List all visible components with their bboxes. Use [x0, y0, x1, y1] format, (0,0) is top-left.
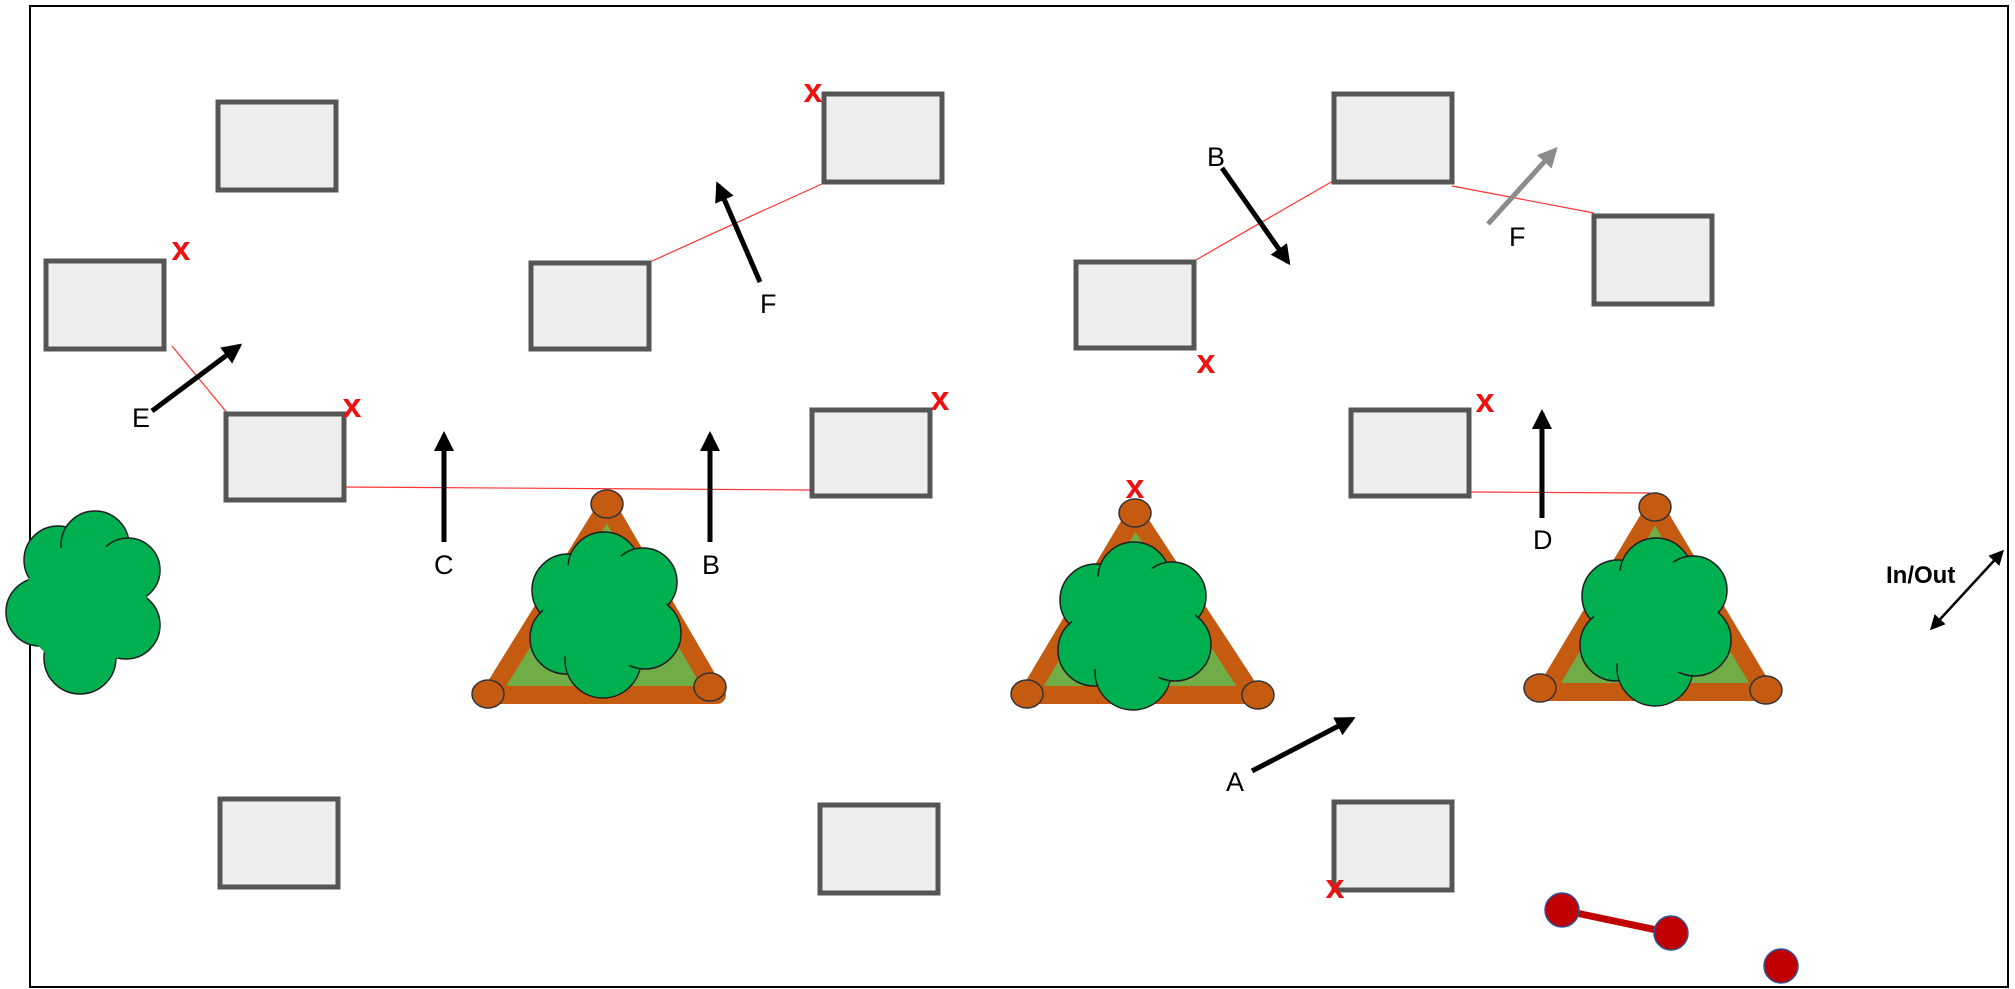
tree-cluster-3: [1523, 492, 1783, 707]
label-f-left: F: [760, 289, 777, 319]
box: [821, 91, 945, 185]
red-line: [339, 486, 811, 491]
x-marker: x: [1476, 382, 1495, 420]
boxes: [43, 91, 1715, 896]
box: [223, 411, 347, 503]
red-line: [1451, 185, 1595, 214]
x-marker: x: [1326, 868, 1345, 906]
tree-cluster-2: [1010, 498, 1275, 711]
label-f-right: F: [1509, 222, 1526, 252]
box: [1331, 91, 1455, 185]
red-line: [171, 345, 229, 415]
x-marker: x: [1197, 343, 1216, 381]
box: [528, 260, 652, 352]
label-d: D: [1533, 525, 1553, 555]
box: [1331, 799, 1455, 893]
node: [1653, 915, 1689, 951]
box: [217, 796, 341, 890]
tree-cluster-1: [471, 489, 727, 709]
x-marker: x: [172, 230, 191, 268]
box: [1073, 259, 1197, 351]
label-e: E: [132, 403, 150, 433]
node: [1763, 948, 1799, 984]
box: [1591, 213, 1715, 307]
label-in-out: In/Out: [1886, 562, 1955, 589]
bush: [1579, 537, 1732, 707]
arrow-b-right: [1219, 166, 1291, 266]
red-line: [649, 182, 825, 263]
x-marker: x: [1126, 468, 1145, 506]
node: [1544, 892, 1580, 928]
x-marker: x: [343, 387, 362, 425]
arrows: [150, 166, 2005, 774]
arrow-a: [1250, 716, 1356, 774]
red-line: [1195, 180, 1334, 261]
label-a: A: [1226, 767, 1244, 797]
box: [43, 258, 167, 352]
box: [1348, 407, 1472, 499]
arrow-f-right: [1486, 147, 1558, 226]
arrow-in-out: [1929, 549, 2005, 631]
label-b-left: B: [702, 550, 720, 580]
label-c: C: [434, 550, 454, 580]
arrow-e: [150, 343, 243, 414]
bush: [1057, 541, 1212, 711]
box: [809, 407, 933, 499]
field-frame: [29, 5, 2009, 988]
red-line: [1469, 491, 1651, 494]
red-lines: [171, 180, 1651, 494]
red-nodes: [1544, 892, 1799, 984]
bush: [529, 531, 682, 699]
arrow-f-left: [715, 181, 763, 283]
box: [215, 99, 339, 193]
bush-left: [5, 510, 161, 695]
label-b-right: B: [1207, 142, 1225, 172]
box: [817, 802, 941, 896]
x-marker: x: [804, 72, 823, 110]
x-marker: x: [931, 380, 950, 418]
